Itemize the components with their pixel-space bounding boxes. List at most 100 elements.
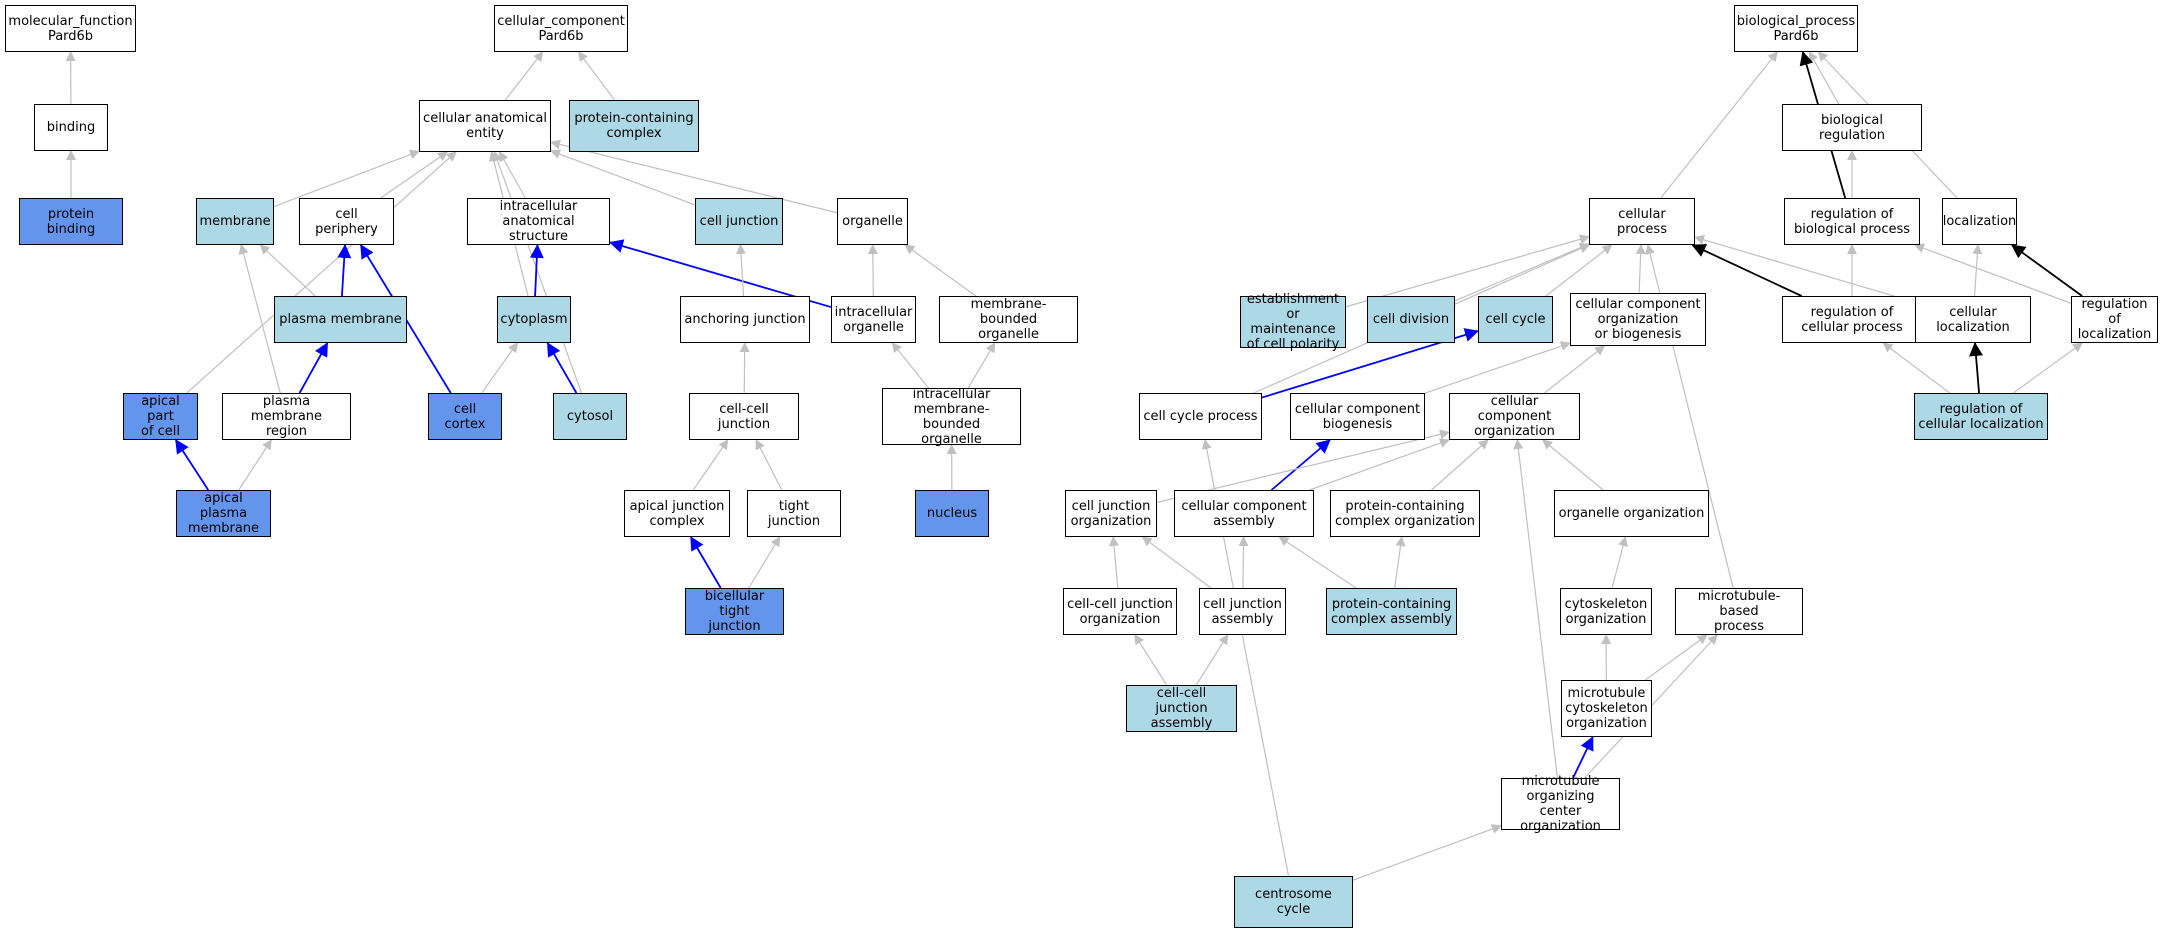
go-term-node-ccproc[interactable]: cell cycle process — [1139, 393, 1262, 440]
edge-cytosol-to-cae — [492, 151, 583, 394]
go-term-node-imbo[interactable]: intracellular membrane-bounded organelle — [882, 387, 1021, 447]
edge-orgorg-to-cco — [1542, 439, 1604, 491]
go-term-node-btj[interactable]: bicellular tight junction — [685, 588, 784, 635]
go-term-node-pcco[interactable]: protein-containing complex organization — [1330, 490, 1480, 537]
go-term-node-ccja[interactable]: cell-cell junction assembly — [1126, 685, 1237, 732]
edge-ccob-to-cellproc — [1635, 244, 1646, 294]
edge-tj-to-ccj — [755, 439, 783, 491]
edge-btj-to-tj — [748, 536, 781, 589]
go-term-node-ajc[interactable]: apical junction complex — [624, 490, 730, 537]
edge-pcco-to-cco — [1431, 439, 1489, 491]
edge-regcl-to-regcp — [1882, 342, 1951, 394]
go-term-node-mtoc[interactable]: microtubule organizing center organizati… — [1501, 774, 1620, 834]
edge-regcp-to-cellproc — [1691, 244, 1803, 297]
go-term-node-ccjo[interactable]: cell-cell junction organization — [1063, 588, 1177, 635]
go-term-node-cco[interactable]: cellular component organization — [1449, 393, 1580, 440]
edge-imbo-to-mbo — [967, 342, 996, 389]
go-term-node-regbp[interactable]: regulation of biological process — [1784, 198, 1920, 245]
go-term-node-cc[interactable]: cellular_component Pard6b — [494, 5, 628, 52]
go-term-node-pmr[interactable]: plasma membrane region — [222, 393, 351, 440]
edge-ccja-to-ccjo — [1134, 634, 1168, 686]
edge-emcp-to-cellproc — [1345, 234, 1590, 308]
edge-cja-to-cjo — [1141, 536, 1212, 589]
go-term-node-ias[interactable]: intracellular anatomical structure — [467, 198, 610, 245]
edge-pcca-to-pcco — [1394, 536, 1406, 589]
edge-ajc-to-ccj — [692, 439, 729, 491]
go-term-node-cytosol[interactable]: cytosol — [553, 393, 627, 440]
go-term-node-ccj[interactable]: cell-cell junction — [689, 393, 799, 440]
edge-cellcortex-to-cytoplasm — [481, 342, 518, 394]
edge-apm-to-apicalpart — [175, 439, 209, 491]
go-term-node-pm[interactable]: plasma membrane — [274, 296, 407, 343]
go-term-node-cytoplasm[interactable]: cytoplasm — [497, 296, 571, 343]
go-term-node-binding[interactable]: binding — [34, 104, 108, 151]
go-term-node-organelle[interactable]: organelle — [837, 198, 908, 245]
go-term-node-loc[interactable]: localization — [1942, 198, 2017, 245]
go-term-node-ccob[interactable]: cellular component organization or bioge… — [1570, 293, 1706, 346]
go-term-node-pcc[interactable]: protein-containing complex — [569, 100, 699, 152]
go-term-node-cellproc[interactable]: cellular process — [1589, 198, 1695, 245]
edge-celljunc-to-cae — [550, 149, 696, 206]
edge-imbo-to-intorg — [891, 342, 930, 389]
go-term-node-bp[interactable]: biological_process Pard6b — [1734, 5, 1858, 52]
edge-organelle-to-cae — [550, 139, 838, 214]
go-term-node-mbo[interactable]: membrane-bounded organelle — [939, 296, 1078, 343]
go-term-node-cellper[interactable]: cell periphery — [299, 198, 394, 245]
edge-cellloc-to-cellproc — [1694, 234, 1916, 303]
go-term-node-centcycle[interactable]: centrosome cycle — [1234, 876, 1353, 928]
edge-intorg-to-organelle — [867, 244, 878, 297]
go-term-node-cjo[interactable]: cell junction organization — [1065, 490, 1157, 537]
edge-bioreg-to-bp — [1808, 51, 1840, 105]
edge-cco-to-ccob — [1544, 345, 1606, 394]
go-term-node-mf[interactable]: molecular_function Pard6b — [5, 5, 136, 52]
go-term-node-regloc[interactable]: regulation of localization — [2071, 296, 2158, 343]
go-term-node-emcp[interactable]: establishment or maintenance of cell pol… — [1240, 292, 1346, 352]
edge-ccj-to-anchjunc — [739, 342, 750, 394]
edge-regcl-to-regloc — [2012, 342, 2083, 394]
edge-membrane-to-cae — [273, 149, 420, 208]
edge-pmr-to-membrane — [238, 244, 281, 394]
edge-cytoplasm-to-ias — [529, 244, 544, 297]
go-term-node-orgorg[interactable]: organelle organization — [1554, 490, 1709, 537]
edge-mtoc-to-mco — [1572, 736, 1594, 779]
edge-pm-to-cellper — [337, 244, 352, 297]
edge-pcca-to-cca — [1278, 536, 1357, 589]
go-term-node-cellloc[interactable]: cellular localization — [1915, 296, 2031, 343]
go-term-node-membrane[interactable]: membrane — [196, 198, 274, 245]
go-term-node-mco[interactable]: microtubule cytoskeleton organization — [1561, 680, 1652, 737]
edge-mbo-to-organelle — [904, 244, 977, 297]
edge-celldiv-to-cellproc — [1454, 242, 1590, 302]
go-term-node-cytoorg[interactable]: cytoskeleton organization — [1560, 588, 1652, 635]
go-term-node-apm[interactable]: apical plasma membrane — [176, 490, 271, 537]
edge-regcl-to-cellloc — [1969, 342, 1983, 394]
edge-anchjunc-to-celljunc — [735, 244, 746, 297]
go-term-node-intorg[interactable]: intracellular organelle — [831, 296, 916, 343]
go-term-node-cca[interactable]: cellular component assembly — [1174, 490, 1314, 537]
edge-cja-to-cca — [1238, 536, 1249, 589]
edge-pm-to-membrane — [259, 244, 316, 297]
edge-ias-to-cae — [499, 151, 526, 199]
go-term-node-pcca[interactable]: protein-containing complex assembly — [1326, 588, 1457, 635]
go-term-node-nucleus[interactable]: nucleus — [915, 490, 989, 537]
go-term-node-tj[interactable]: tight junction — [747, 490, 841, 537]
edge-btj-to-ajc — [690, 536, 722, 589]
edge-pmr-to-pm — [298, 342, 329, 394]
edge-ccja-to-cja — [1195, 634, 1229, 686]
go-term-node-apicalpart[interactable]: apical part of cell — [123, 393, 198, 440]
go-term-node-protbind[interactable]: protein binding — [19, 198, 123, 245]
go-term-node-celljunc[interactable]: cell junction — [695, 198, 783, 245]
go-term-node-regcl[interactable]: regulation of cellular localization — [1914, 393, 2048, 440]
go-term-node-cae[interactable]: cellular anatomical entity — [419, 100, 551, 152]
go-term-node-cellcycle[interactable]: cell cycle — [1478, 296, 1553, 343]
go-term-node-celldiv[interactable]: cell division — [1367, 296, 1455, 343]
go-term-node-anchjunc[interactable]: anchoring junction — [680, 296, 810, 343]
go-term-node-bioreg[interactable]: biological regulation — [1782, 104, 1922, 151]
go-term-node-ccb[interactable]: cellular component biogenesis — [1290, 393, 1425, 440]
edge-ccb-to-ccob — [1424, 341, 1571, 394]
go-term-node-regcp[interactable]: regulation of cellular process — [1782, 296, 1922, 343]
edge-cae-to-cc — [504, 51, 544, 101]
edge-cytoorg-to-orgorg — [1611, 536, 1628, 589]
go-term-node-mtbp[interactable]: microtubule-based process — [1675, 588, 1803, 635]
go-term-node-cellcortex[interactable]: cell cortex — [428, 393, 502, 440]
go-term-node-cja[interactable]: cell junction assembly — [1199, 588, 1286, 635]
